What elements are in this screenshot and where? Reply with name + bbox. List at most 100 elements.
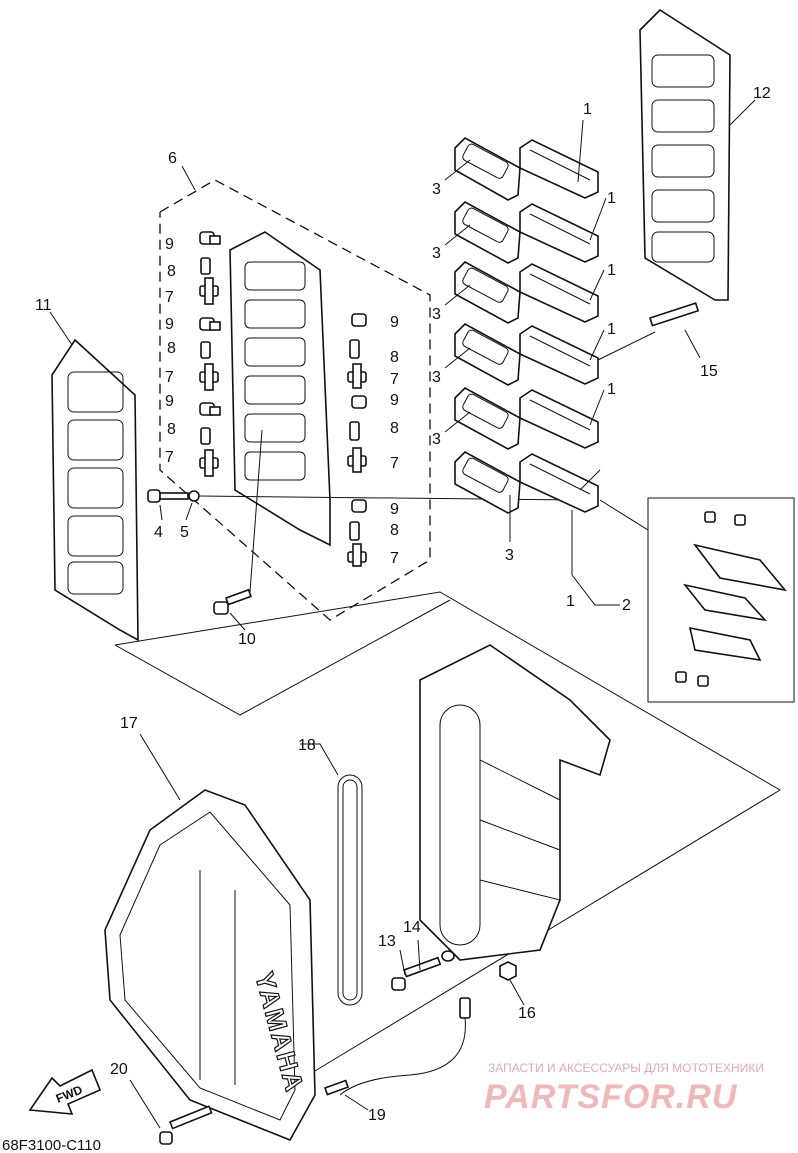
- pipe-8d: [349, 339, 360, 359]
- callout-7: 7: [165, 369, 174, 386]
- callout-8: 8: [167, 340, 176, 357]
- pipe-8e: [349, 421, 360, 441]
- callout-1: 1: [583, 101, 592, 118]
- callout-8: 8: [390, 420, 399, 437]
- callout-7: 7: [390, 550, 399, 567]
- reed-valve-1e: [519, 389, 599, 449]
- callout-1: 1: [607, 321, 616, 338]
- fwd-arrow-icon: FWD: [28, 1068, 102, 1115]
- callout-7: 7: [165, 449, 174, 466]
- gasket-3a: [454, 137, 521, 201]
- callout-3: 3: [432, 245, 441, 262]
- callout-8: 8: [390, 349, 399, 366]
- callout-8: 8: [167, 421, 176, 438]
- callout-15: 15: [700, 363, 718, 380]
- tee-fitting-7d: [347, 363, 367, 389]
- callout-9: 9: [165, 236, 174, 253]
- reed-valve-1f: [519, 453, 599, 513]
- pipe-8a: [200, 257, 211, 275]
- gasket-11: [51, 338, 139, 642]
- callout-7: 7: [390, 455, 399, 472]
- callout-3: 3: [432, 306, 441, 323]
- callout-3: 3: [432, 431, 441, 448]
- callout-10: 10: [238, 631, 256, 648]
- tee-fitting-7e: [347, 447, 367, 473]
- callout-11: 11: [35, 297, 52, 314]
- nut-16: [499, 961, 517, 981]
- reed-valve-1a: [519, 139, 599, 199]
- washer-14: [441, 950, 455, 962]
- callout-8: 8: [167, 263, 176, 280]
- callout-1: 1: [607, 190, 616, 207]
- gasket-3e: [454, 387, 521, 450]
- intake-manifold: [419, 644, 611, 961]
- callout-6: 6: [168, 150, 177, 167]
- reed-valve-plate: [229, 231, 331, 547]
- bolt-13: [391, 956, 442, 991]
- watermark: ЗАПАСТИ И АКСЕССУАРЫ ДЛЯ МОТОТЕХНИКИ PAR…: [484, 1061, 764, 1116]
- callout-9: 9: [390, 314, 399, 331]
- elbow-fitting-9e: [351, 395, 367, 409]
- callout-18: 18: [298, 737, 316, 754]
- silencer-cover-17: YAMAHA: [104, 789, 316, 1142]
- callout-9: 9: [165, 393, 174, 410]
- gasket-3d: [454, 323, 521, 386]
- callout-17: 17: [120, 715, 138, 732]
- bolt-20: [159, 1105, 213, 1145]
- callout-9: 9: [390, 392, 399, 409]
- callout-2: 2: [622, 597, 631, 614]
- callout-5: 5: [180, 524, 189, 541]
- callout-1: 1: [566, 593, 575, 610]
- detail-box: [647, 497, 795, 703]
- assembly-outline-upper: [159, 179, 431, 621]
- callout-9: 9: [165, 316, 174, 333]
- callout-8: 8: [390, 522, 399, 539]
- callout-20: 20: [110, 1061, 128, 1078]
- elbow-fitting-9b: [199, 317, 221, 331]
- callout-13: 13: [378, 933, 396, 950]
- callout-4: 4: [154, 524, 163, 541]
- elbow-fitting-9d: [351, 313, 367, 327]
- pipe-8f: [349, 521, 360, 541]
- pipe-8c: [200, 427, 211, 445]
- callout-labels: 1 1 1 1 1 1 2 3 3 3 3 3 3 4 5 6 7 7 7 7 …: [35, 85, 771, 1124]
- callout-16: 16: [518, 1005, 536, 1022]
- reed-valve-1d: [519, 325, 599, 385]
- reed-valve-1b: [519, 203, 599, 263]
- tee-fitting-7b: [199, 363, 219, 391]
- fittings-left: [199, 231, 221, 477]
- tee-fitting-7f: [347, 543, 367, 567]
- callout-3: 3: [505, 547, 514, 564]
- watermark-site: PARTSFOR.RU: [484, 1078, 738, 1116]
- gasket-12: [639, 8, 731, 301]
- watermark-tagline: ЗАПАСТИ И АКСЕССУАРЫ ДЛЯ МОТОТЕХНИКИ: [488, 1061, 764, 1075]
- gasket-3b: [454, 201, 521, 264]
- reed-valves-1: [519, 139, 599, 513]
- gasket-3c: [454, 261, 521, 324]
- elbow-fitting-9c: [199, 402, 221, 416]
- elbow-fitting-9a: [199, 231, 221, 245]
- callout-1: 1: [607, 262, 616, 279]
- elbow-fitting-9f: [351, 499, 367, 513]
- seal-18: [337, 774, 363, 1006]
- callout-1: 1: [607, 381, 616, 398]
- callout-9: 9: [390, 501, 399, 518]
- callout-12: 12: [753, 85, 771, 102]
- fittings-right: [347, 313, 367, 567]
- pipe-8b: [200, 341, 211, 359]
- hose-19: [323, 997, 471, 1096]
- tee-fitting-7c: [199, 449, 219, 477]
- reed-valve-1c: [519, 263, 599, 323]
- callout-3: 3: [432, 181, 441, 198]
- callout-14: 14: [403, 919, 421, 936]
- diagram-code: 68F3100-C110: [2, 1137, 101, 1153]
- leader-lines: [49, 99, 756, 1129]
- stud-15: [648, 302, 700, 327]
- screw-4: [147, 489, 189, 503]
- callout-19: 19: [368, 1107, 386, 1124]
- callout-7: 7: [390, 371, 399, 388]
- gaskets-3: [454, 137, 521, 514]
- callout-3: 3: [432, 369, 441, 386]
- tee-fitting-7a: [199, 277, 219, 305]
